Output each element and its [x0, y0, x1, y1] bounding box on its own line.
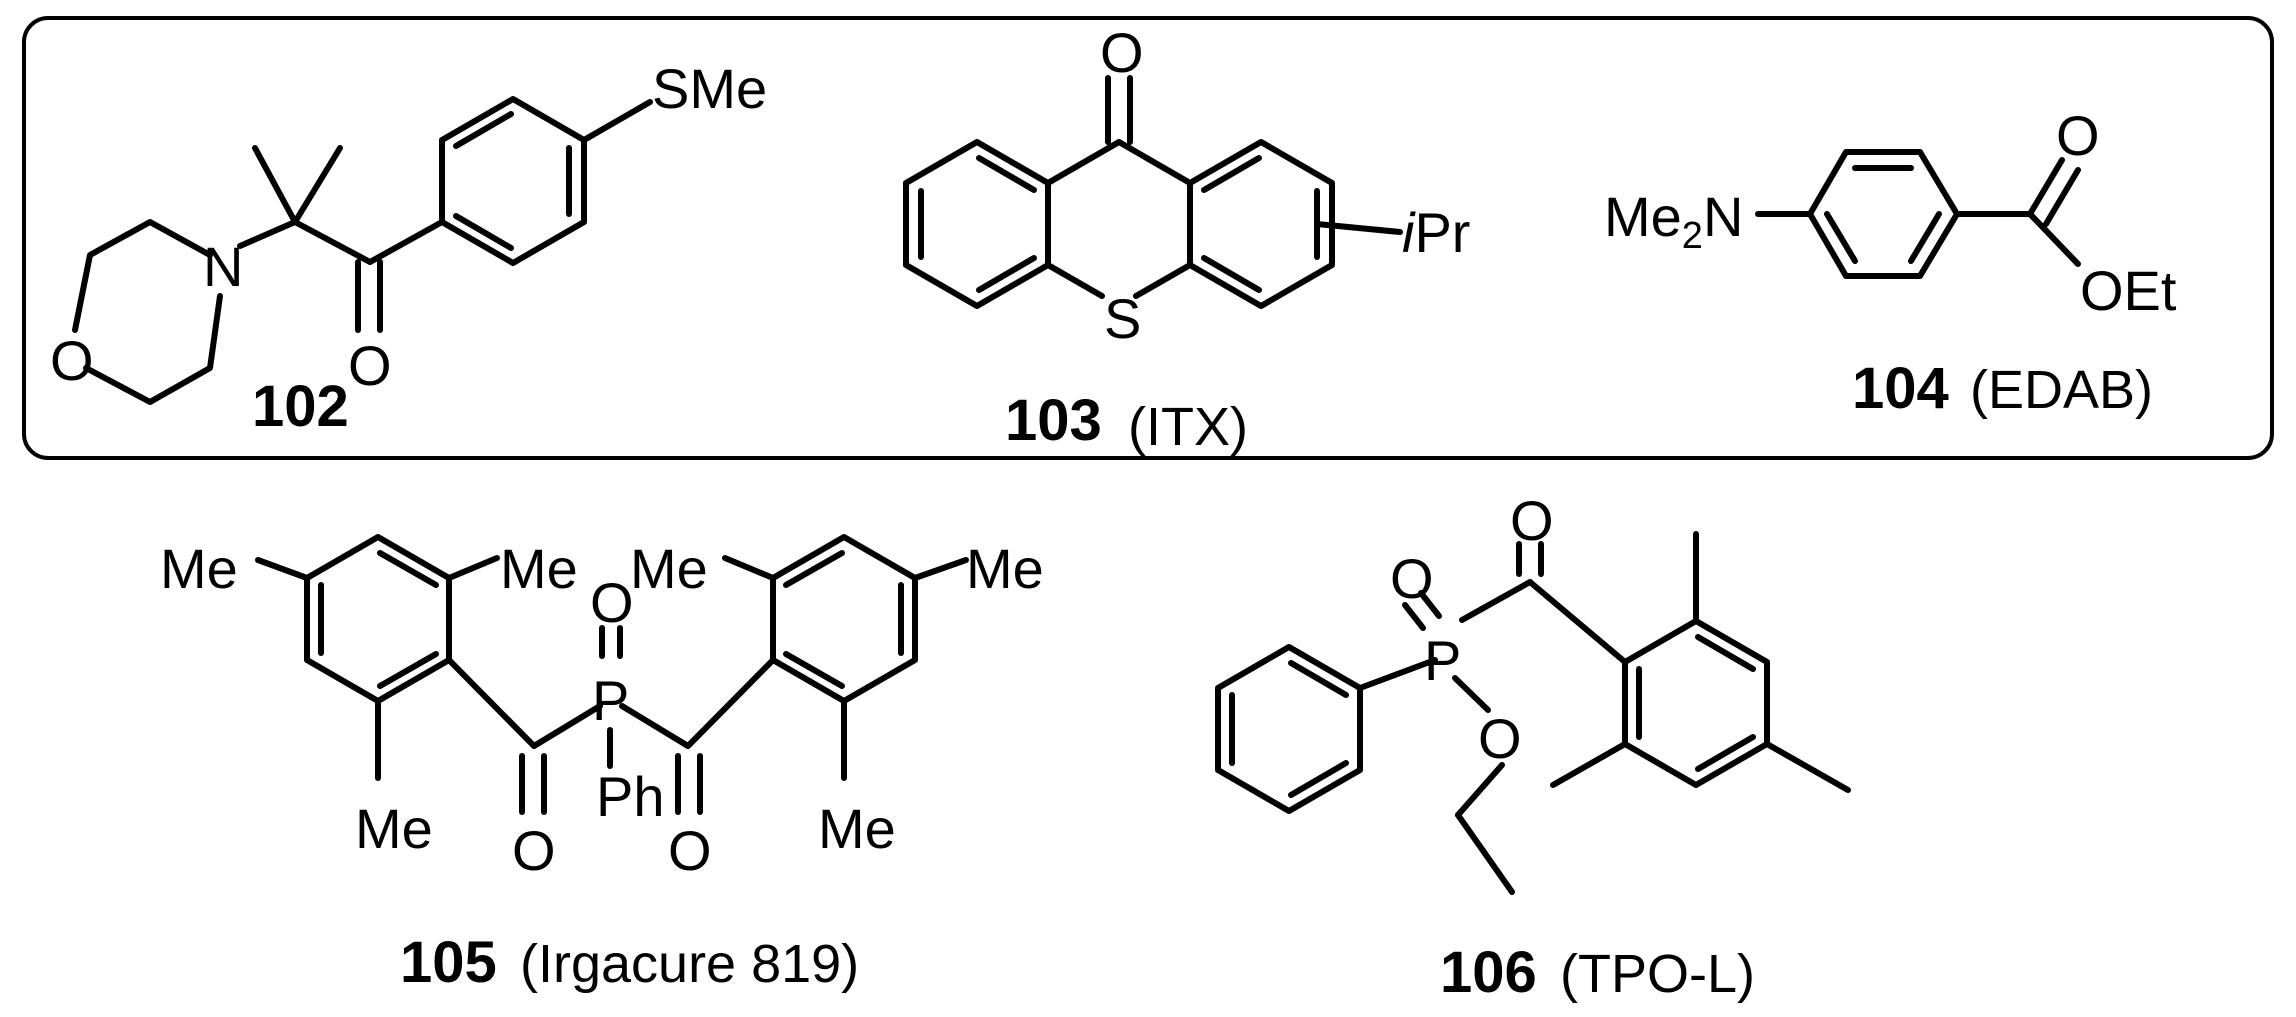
compound-103-structure [903, 75, 1403, 309]
compound-103-name: (ITX) [1128, 397, 1248, 457]
atom-o-102-ring: O [50, 329, 94, 392]
atom-me2n-104: Me2N [1604, 185, 1743, 257]
atom-o-103: O [1100, 21, 1144, 84]
atom-o-105-right: O [668, 819, 712, 882]
compound-106-number: 106 [1440, 940, 1537, 1005]
atom-o-106-p: O [1390, 547, 1434, 610]
atom-me-105-1: Me [160, 537, 238, 600]
compound-106-name: (TPO-L) [1560, 944, 1755, 1004]
compound-102-number: 102 [252, 374, 349, 439]
atom-o-102-carbonyl: O [348, 334, 392, 397]
compound-104-number: 104 [1852, 356, 1949, 421]
compound-105-number: 105 [400, 930, 497, 995]
compound-104-structure [1755, 149, 2081, 279]
atom-o-104: O [2056, 104, 2100, 167]
atom-o-106-carbonyl: O [1510, 489, 1554, 552]
compound-106-structure [1215, 531, 1851, 895]
atom-sme-102: SMe [652, 57, 767, 120]
compound-105-name: (Irgacure 819) [520, 934, 859, 994]
compound-104-name: (EDAB) [1970, 360, 2153, 420]
atom-o-106-ester: O [1478, 707, 1522, 770]
compound-102-structure [72, 96, 653, 405]
atom-me-105-6: Me [818, 797, 896, 860]
atom-p-106: P [1424, 629, 1461, 692]
atom-me-105-4: Me [966, 537, 1044, 600]
atom-ipr-103: iPr [1402, 201, 1470, 264]
compound-105-structure [255, 534, 969, 815]
atom-s-103: S [1104, 287, 1141, 350]
atom-oet-104: OEt [2080, 259, 2177, 322]
atom-p-105: P [592, 669, 629, 732]
top-row-frame [22, 16, 2274, 460]
atom-me-105-5: Me [355, 797, 433, 860]
atom-ph-105: Ph [596, 765, 665, 828]
atom-me-105-2: Me [500, 537, 578, 600]
atom-o-105-p: O [590, 571, 634, 634]
atom-me-105-3: Me [630, 537, 708, 600]
atom-n-102: N [203, 235, 243, 298]
compound-103-number: 103 [1005, 388, 1102, 453]
atom-o-105-left: O [512, 819, 556, 882]
